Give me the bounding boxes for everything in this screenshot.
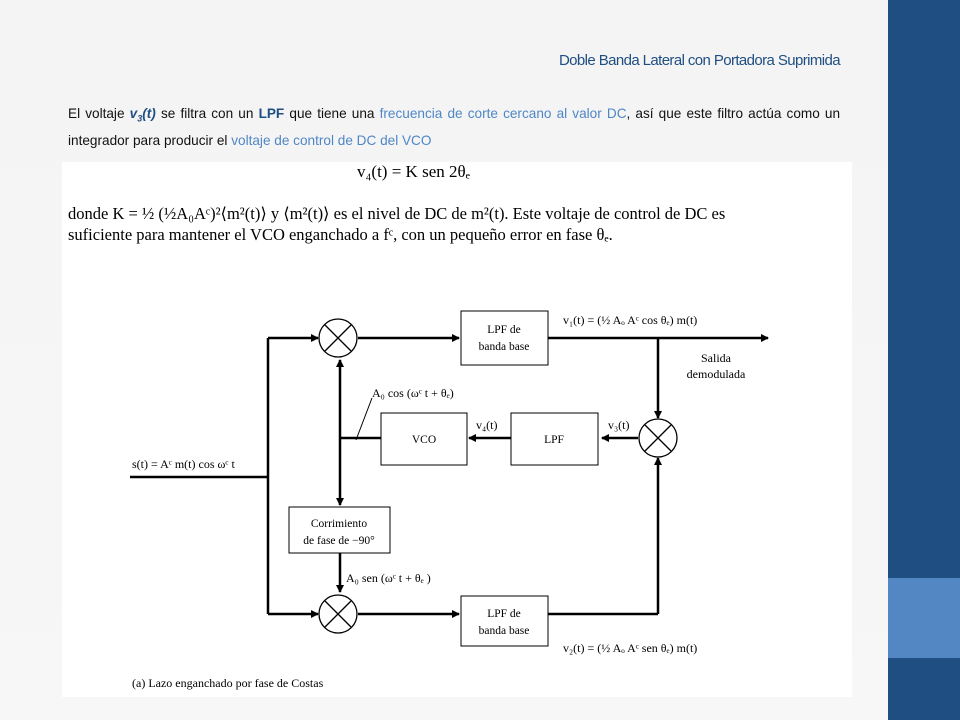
lpf-bottom-box xyxy=(460,595,549,647)
shifter-label-1: Corrimiento xyxy=(311,518,367,530)
definition-text: donde K = ½ (½A₀Aᶜ)²⟨m²(t)⟩ y ⟨m²(t)⟩ es… xyxy=(68,203,848,245)
voltage-term: voltaje de control de DC del VCO xyxy=(231,132,432,148)
cos-label: A₀ cos (ωᶜ t + θₑ) xyxy=(372,386,454,400)
v4-label: v₄(t) xyxy=(476,418,498,432)
output-label-2: demodulada xyxy=(687,367,746,381)
lpf-top-label-1: LPF de xyxy=(487,324,521,336)
v3-tail: (t) xyxy=(142,106,156,121)
v1-label: v₁(t) = (½ Aₒ Aᶜ cos θₑ) m(t) xyxy=(563,313,697,327)
equation-v4: v₄(t) = K sen 2θₑ xyxy=(357,162,470,181)
para-text-2: se filtra con un xyxy=(155,106,259,121)
right-decor-accent xyxy=(888,578,960,658)
v3-letter: v xyxy=(129,106,138,121)
sen-label: A₀ sen (ωᶜ t + θₑ ) xyxy=(346,571,431,585)
input-signal-label: s(t) = Aᶜ m(t) cos ωᶜ t xyxy=(132,457,235,471)
para-text-3: que tiene una xyxy=(284,106,380,121)
lpf-term: LPF xyxy=(258,106,285,121)
phase-shifter-box xyxy=(288,506,391,554)
shifter-label-2: de fase de −90° xyxy=(303,535,375,547)
output-label-1: Salida xyxy=(701,351,732,365)
v3-symbol: v3(t) xyxy=(129,106,156,124)
lpf-label: LPF xyxy=(544,434,564,446)
body-paragraph: El voltaje v3(t) se filtra con un LPF qu… xyxy=(68,103,840,152)
v3-subscript: 3 xyxy=(137,113,143,124)
lpf-bottom-label-2: banda base xyxy=(479,625,530,637)
para-text-4: , así que este filtro actúa como un inte… xyxy=(68,106,841,148)
lpf-top-label-2: banda base xyxy=(479,341,530,353)
freq-term: frecuencia de corte cercano al valor DC xyxy=(379,106,627,121)
vco-label: VCO xyxy=(412,434,436,446)
v2-label: v₂(t) = (½ Aₒ Aᶜ sen θₑ) m(t) xyxy=(563,641,697,655)
v3-label: v₃(t) xyxy=(608,418,630,432)
para-text-1: El voltaje xyxy=(68,106,130,121)
lpf-bottom-label-1: LPF de xyxy=(487,608,521,620)
lpf-box xyxy=(510,412,599,466)
definition-line-1: donde K = ½ (½A₀Aᶜ)²⟨m²(t)⟩ y ⟨m²(t)⟩ es… xyxy=(68,204,726,223)
slide-title: Doble Banda Lateral con Portadora Suprim… xyxy=(558,52,841,69)
definition-line-2: suficiente para mantener el VCO engancha… xyxy=(68,225,613,244)
cos-leader xyxy=(355,397,373,441)
figure-caption: (a) Lazo enganchado por fase de Costas xyxy=(132,676,324,690)
vco-box xyxy=(380,412,468,466)
lpf-top-box xyxy=(460,310,549,366)
